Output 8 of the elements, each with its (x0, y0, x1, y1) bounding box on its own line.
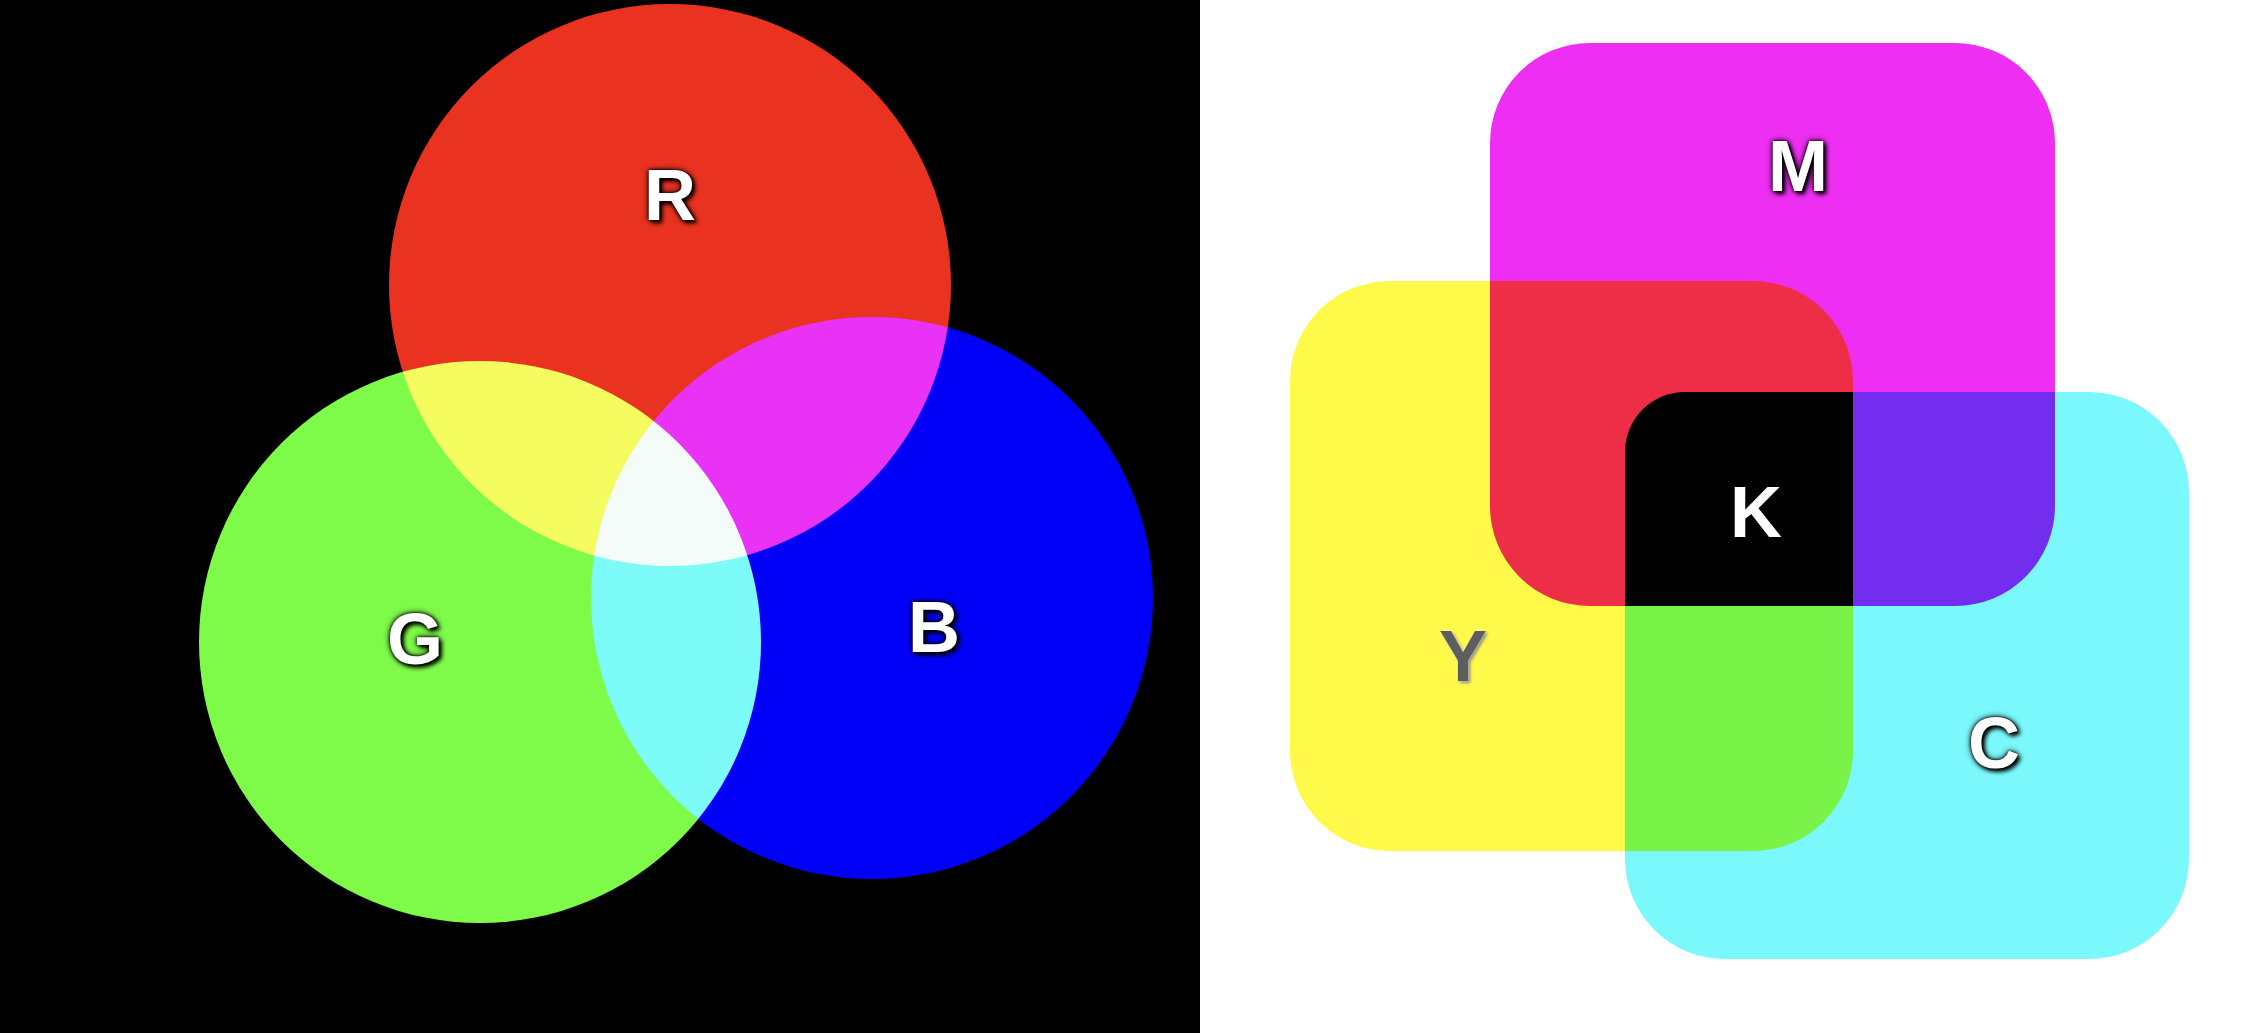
letter-label: G (387, 603, 443, 675)
letter-label: R (644, 159, 696, 231)
letter-label: C (1968, 707, 2020, 779)
overlap-region (1625, 392, 1853, 606)
letter-label: B (908, 591, 960, 663)
letter-label: K (1730, 476, 1782, 548)
letter-label: Y (1439, 620, 1487, 692)
letter-label: M (1768, 130, 1828, 202)
